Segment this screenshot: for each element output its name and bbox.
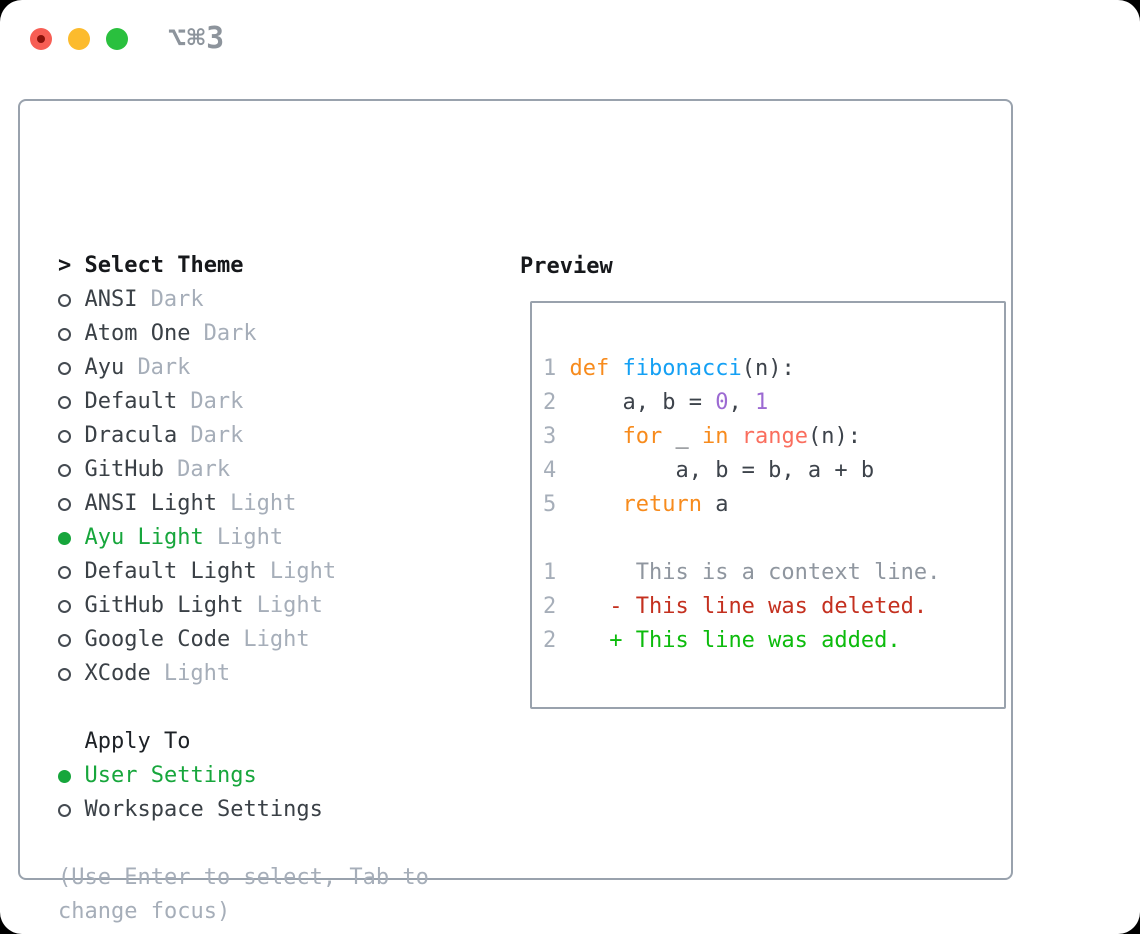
theme-option[interactable]: Default Light Light	[58, 555, 478, 589]
help-text: (Use Enter to select, Tab to change focu…	[58, 865, 429, 924]
theme-option-name: Default Light	[84, 559, 257, 584]
line-number: 4	[543, 458, 557, 483]
apply-to-list: User Settings Workspace Settings	[58, 759, 478, 827]
theme-option-name: Ayu	[84, 355, 125, 380]
radio-icon	[58, 497, 71, 511]
theme-option-variant-badge: Light	[163, 661, 231, 686]
apply-to-option[interactable]: User Settings	[58, 759, 478, 793]
code-line: 5 return a	[543, 488, 1004, 522]
theme-option-variant-badge: Dark	[137, 355, 191, 380]
theme-option[interactable]: Ayu Dark	[58, 351, 478, 385]
code-line: 2 - This line was deleted.	[543, 590, 1004, 624]
theme-option-name: ANSI	[84, 287, 138, 312]
theme-option[interactable]: GitHub Light Light	[58, 589, 478, 623]
line-number: 2	[543, 390, 557, 415]
radio-icon	[58, 599, 71, 613]
theme-option-name: ANSI Light	[84, 491, 217, 516]
close-button[interactable]	[30, 28, 52, 50]
theme-option[interactable]: XCode Light	[58, 657, 478, 691]
apply-to-option[interactable]: Workspace Settings	[58, 793, 478, 827]
code-line: 1 This is a context line.	[543, 556, 1004, 590]
theme-option-name: GitHub	[84, 457, 164, 482]
theme-list: ANSI Dark Atom One Dark Ayu Dark Default…	[58, 283, 478, 691]
theme-picker-dialog: > Select Theme ANSI Dark Atom One Dark A…	[18, 99, 1013, 924]
focus-caret: >	[58, 253, 72, 278]
theme-option[interactable]: ANSI Light Light	[58, 487, 478, 521]
theme-option-variant-badge: Dark	[190, 389, 244, 414]
unsaved-indicator-dot	[37, 35, 45, 43]
minimize-button[interactable]	[68, 28, 90, 50]
theme-picker-left-column: > Select Theme ANSI Dark Atom One Dark A…	[58, 249, 478, 929]
radio-icon	[58, 327, 71, 341]
theme-option-name: XCode	[84, 661, 151, 686]
code-line: 4 a, b = b, a + b	[543, 454, 1004, 488]
theme-option[interactable]: GitHub Dark	[58, 453, 478, 487]
radio-icon	[58, 565, 71, 579]
code-line: 2 + This line was added.	[543, 624, 1004, 658]
line-number: 3	[543, 424, 557, 449]
radio-icon	[58, 395, 71, 409]
theme-option[interactable]: Atom One Dark	[58, 317, 478, 351]
apply-to-title: Apply To	[84, 729, 191, 754]
theme-option-variant-badge: Dark	[190, 423, 244, 448]
line-number: 2	[543, 628, 557, 653]
theme-option-variant-badge: Dark	[203, 321, 257, 346]
apply-to-option-label: Workspace Settings	[84, 797, 323, 822]
radio-icon	[58, 531, 71, 545]
radio-icon	[58, 293, 71, 307]
preview-header: Preview	[520, 253, 613, 279]
theme-option-name: Dracula	[84, 423, 178, 448]
theme-option-variant-badge: Light	[230, 491, 297, 516]
theme-option[interactable]: Ayu Light Light	[58, 521, 478, 555]
select-theme-header: > Select Theme	[58, 249, 478, 283]
radio-icon	[58, 361, 71, 375]
theme-option-variant-badge: Light	[256, 593, 323, 618]
apply-to-header: Apply To	[58, 725, 478, 759]
theme-option-name: Default	[84, 389, 178, 414]
zoom-button[interactable]	[106, 28, 128, 50]
theme-option-name: Ayu Light	[84, 525, 204, 550]
theme-option-variant-badge: Light	[216, 525, 284, 550]
line-number: 1	[543, 356, 557, 381]
theme-option[interactable]: ANSI Dark	[58, 283, 478, 317]
radio-icon	[58, 803, 71, 817]
theme-option-variant-badge: Light	[269, 559, 337, 584]
theme-option[interactable]: Dracula Dark	[58, 419, 478, 453]
code-line: 2 a, b = 0, 1	[543, 386, 1004, 420]
radio-icon	[58, 769, 71, 783]
apply-to-option-label: User Settings	[84, 763, 257, 788]
theme-option-variant-badge: Dark	[150, 287, 204, 312]
theme-option-variant-badge: Light	[243, 627, 310, 652]
theme-option-variant-badge: Dark	[177, 457, 231, 482]
select-theme-title: Select Theme	[84, 253, 244, 278]
line-number: 1	[543, 560, 557, 585]
code-line	[543, 522, 1004, 556]
theme-option-name: Google Code	[84, 627, 231, 652]
radio-icon	[58, 667, 71, 681]
line-number: 2	[543, 594, 557, 619]
radio-icon	[58, 633, 71, 647]
line-number: 5	[543, 492, 557, 517]
radio-icon	[58, 429, 71, 443]
theme-option-name: Atom One	[84, 321, 191, 346]
theme-option[interactable]: Google Code Light	[58, 623, 478, 657]
code-line: 3 for _ in range(n):	[543, 420, 1004, 454]
radio-icon	[58, 463, 71, 477]
spacer	[58, 691, 478, 725]
theme-option[interactable]: Default Dark	[58, 385, 478, 419]
spacer	[58, 827, 478, 861]
theme-option-name: GitHub Light	[84, 593, 244, 618]
keyboard-shortcut-label: ⌥⌘3	[168, 21, 226, 56]
